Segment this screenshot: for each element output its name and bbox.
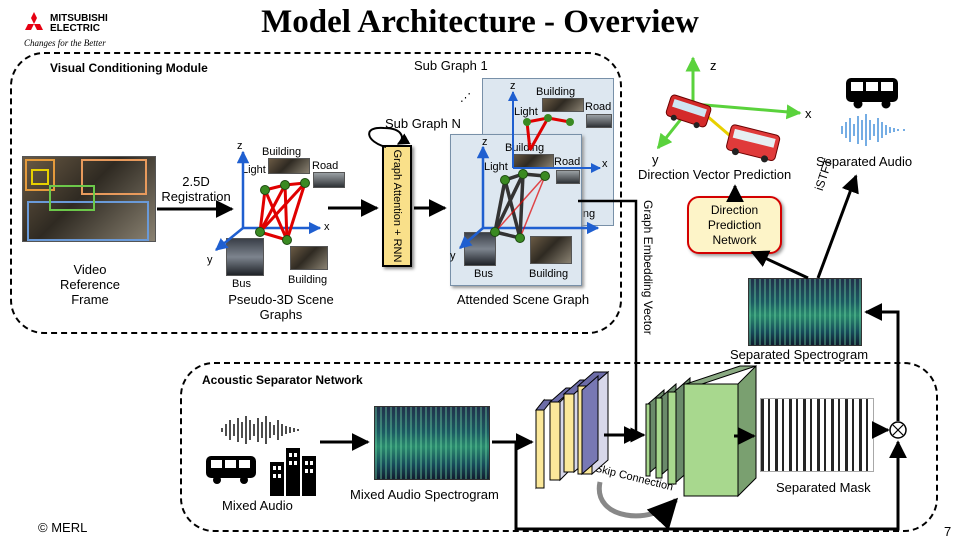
bus-red-icon-2 xyxy=(726,124,781,163)
sg1-road-photo xyxy=(586,114,612,128)
subgraph-n-label: Sub Graph N xyxy=(385,116,461,131)
sg1-light: Light xyxy=(514,106,538,118)
registration-label: 2.5D Registration xyxy=(161,174,231,204)
pseudo-graph-label: Pseudo-3D Scene Graphs xyxy=(228,292,334,322)
separated-mask xyxy=(760,398,874,472)
direction-vector-line xyxy=(692,102,736,142)
video-reference-label: Video Reference Frame xyxy=(60,262,120,307)
visual-module-title: Visual Conditioning Module xyxy=(50,61,208,75)
sg1-axis-z: z xyxy=(510,80,516,92)
dir-axis-y: y xyxy=(652,152,659,167)
graph-attention-label: Graph Attention + RNN xyxy=(391,149,403,263)
road-photo xyxy=(313,172,345,188)
node-label-building-1: Building xyxy=(262,146,302,158)
sg1-road: Road xyxy=(585,101,612,113)
sgn-axis-y: y xyxy=(450,250,456,262)
separated-spectrogram-label: Separated Spectrogram xyxy=(730,347,869,362)
sgn-bus-photo xyxy=(464,232,496,266)
separated-spectrogram xyxy=(748,278,862,346)
building-photo xyxy=(268,158,310,174)
dir-axis-x: x xyxy=(805,106,812,121)
mixed-spectrogram xyxy=(374,406,490,480)
mixed-spectrogram-label: Mixed Audio Spectrogram xyxy=(350,487,499,502)
visual-conditioning-module xyxy=(10,52,622,334)
bus-icon xyxy=(846,78,898,109)
direction-vector-label: Direction Vector Prediction xyxy=(638,167,792,182)
axis-y-1: y xyxy=(207,254,213,266)
page-title: Model Architecture - Overview xyxy=(261,4,699,40)
sgn-building-photo xyxy=(512,154,554,168)
sgn-building-photo-2 xyxy=(530,236,572,264)
subgraph-1-label: Sub Graph 1 xyxy=(414,58,488,73)
copyright: © MERL xyxy=(38,520,88,535)
stack-ellipsis: ⋰ xyxy=(460,92,471,104)
page-number: 7 xyxy=(944,524,952,539)
separated-waveform-icon xyxy=(841,114,905,146)
sgn-light: Light xyxy=(484,161,508,173)
attended-graph-label: Attended Scene Graph xyxy=(456,292,590,307)
logo-tagline: Changes for the Better xyxy=(24,38,106,48)
arrow-spec-to-dpn xyxy=(750,250,809,280)
acoustic-separator-module xyxy=(180,362,938,532)
dir-y-line xyxy=(656,103,695,150)
sgn-axis-z: z xyxy=(482,136,488,148)
mitsubishi-logo: MITSUBISHI ELECTRIC Changes for the Bett… xyxy=(22,10,142,52)
acoustic-module-title: Acoustic Separator Network xyxy=(202,373,363,387)
node-label-bus-1: Bus xyxy=(232,278,251,290)
sgn-building-2: Building xyxy=(529,268,569,280)
bus-red-icon-1 xyxy=(665,94,712,129)
axis-x-1: x xyxy=(324,221,330,233)
sgn-axis-x: x xyxy=(602,158,608,170)
sg1-building-photo xyxy=(542,98,584,112)
logo-line2: ELECTRIC xyxy=(50,23,100,34)
graph-embedding-label: Graph Embedding Vector xyxy=(641,200,655,335)
separated-mask-label: Separated Mask xyxy=(776,480,871,495)
dir-axis-z: z xyxy=(710,58,717,73)
sgn-road: Road xyxy=(554,156,581,168)
logo-line1: MITSUBISHI xyxy=(50,13,108,24)
node-label-road-1: Road xyxy=(312,160,339,172)
separated-audio-label: Separated Audio xyxy=(816,154,913,169)
bus-photo xyxy=(226,238,264,276)
sgn-road-photo xyxy=(556,170,580,184)
direction-prediction-network: Direction Prediction Network xyxy=(687,196,782,254)
building-photo-2 xyxy=(290,246,328,270)
node-label-building-2: Building xyxy=(288,274,328,286)
node-label-light-1: Light xyxy=(242,164,266,176)
dir-x-line xyxy=(692,102,802,120)
mitsubishi-diamonds-icon xyxy=(25,12,43,30)
graph-attention-rnn-box: Graph Attention + RNN xyxy=(382,145,412,267)
sg1-building: Building xyxy=(536,86,576,98)
sgn-bus: Bus xyxy=(474,268,493,280)
axis-z-1: z xyxy=(237,140,243,152)
sgn-building: Building xyxy=(505,142,545,154)
dpn-label: Direction Prediction Network xyxy=(707,202,762,247)
video-reference-frame xyxy=(22,156,156,242)
mixed-audio-label: Mixed Audio xyxy=(222,498,293,513)
